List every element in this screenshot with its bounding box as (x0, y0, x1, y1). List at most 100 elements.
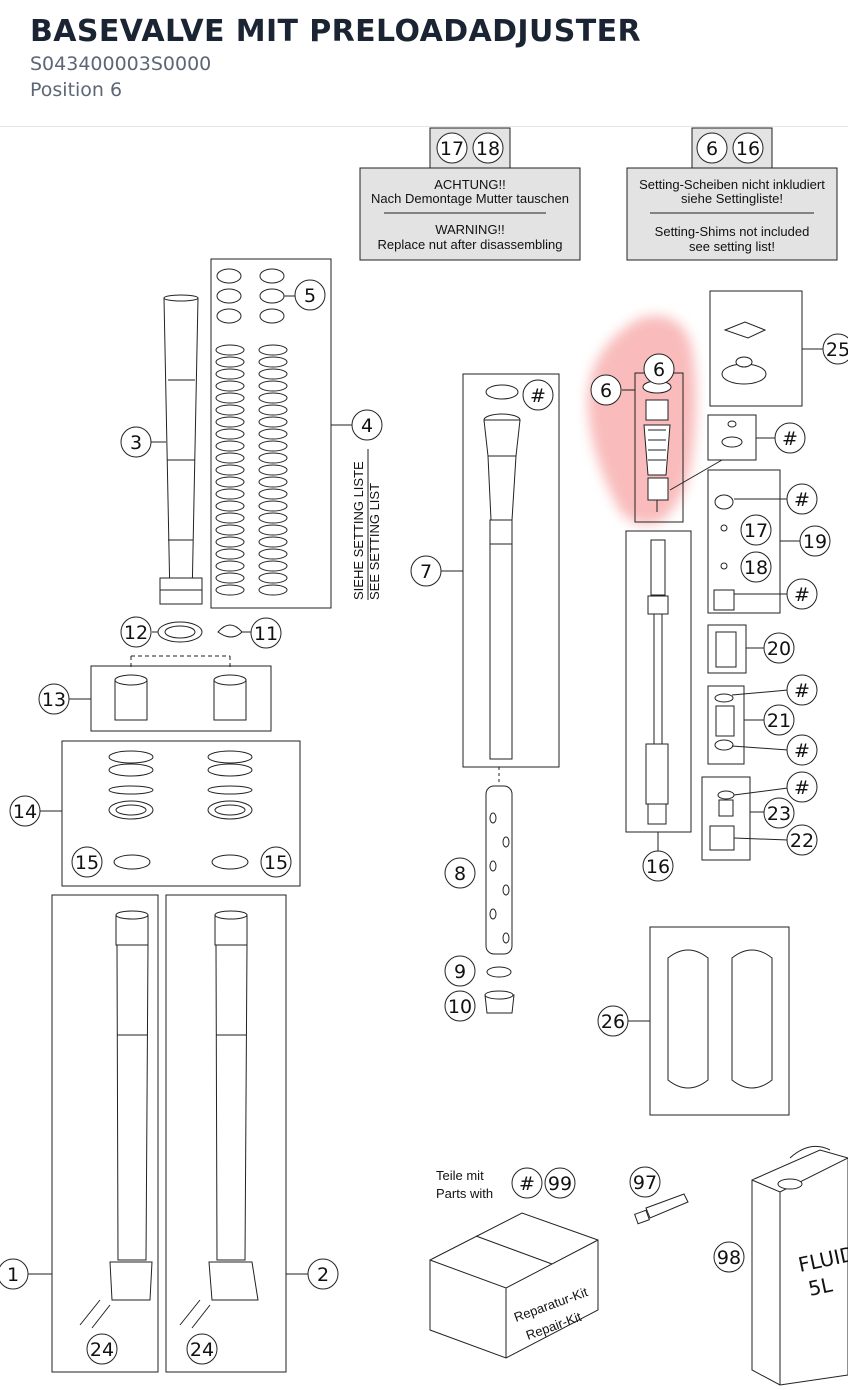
svg-text:19: 19 (803, 531, 827, 553)
callout-25[interactable]: 25 (822, 333, 848, 365)
callout-5[interactable]: 5 (294, 279, 326, 311)
settings-line4: see setting list! (689, 239, 775, 254)
note-box-warning: ACHTUNG!! Nach Demontage Mutter tauschen… (359, 127, 581, 261)
svg-text:#: # (794, 740, 810, 762)
svg-text:6: 6 (653, 359, 665, 381)
fork-guards-part-26 (628, 926, 790, 1116)
settings-line1: Setting-Scheiben nicht inkludiert (639, 177, 825, 192)
highlight-position-6[interactable] (587, 315, 697, 525)
svg-text:98: 98 (717, 1247, 741, 1269)
callout-4[interactable]: 4 (351, 409, 383, 441)
callout-24-left[interactable]: 24 (86, 1333, 118, 1365)
callout-98[interactable]: 98 (713, 1241, 745, 1273)
svg-text:5: 5 (304, 285, 316, 307)
callout-16-note[interactable]: 16 (732, 132, 764, 164)
svg-text:15: 15 (75, 852, 99, 874)
svg-text:9: 9 (454, 961, 466, 983)
callout-11[interactable]: 11 (250, 617, 282, 649)
callout-16[interactable]: 16 (642, 850, 674, 882)
svg-text:16: 16 (646, 856, 670, 878)
svg-text:3: 3 (130, 432, 142, 454)
warning-line4: Replace nut after disassembling (378, 237, 563, 252)
callout-hash-19a[interactable]: # (786, 483, 818, 515)
grease-tube-part-97 (634, 1193, 689, 1225)
note-box-settings: Setting-Scheiben nicht inkludiert siehe … (626, 127, 838, 261)
clip-parts (152, 621, 252, 643)
callout-26[interactable]: 26 (597, 1005, 629, 1037)
svg-text:18: 18 (476, 138, 500, 160)
kit-label-en: Parts with (436, 1186, 493, 1201)
svg-text:15: 15 (264, 852, 288, 874)
callout-9[interactable]: 9 (444, 955, 476, 987)
callout-24-right[interactable]: 24 (186, 1333, 218, 1365)
svg-text:13: 13 (42, 689, 66, 711)
can-text-volume: 5L (806, 1272, 835, 1301)
callout-21[interactable]: 21 (763, 704, 795, 736)
callout-17-part[interactable]: 17 (740, 514, 772, 546)
callout-3[interactable]: 3 (120, 426, 152, 458)
page-title: BASEVALVE MIT PRELOADADJUSTER (30, 14, 641, 49)
settings-line3: Setting-Shims not included (655, 224, 810, 239)
svg-text:7: 7 (420, 561, 432, 583)
valve-box-part-21 (707, 685, 789, 765)
callout-1[interactable]: 1 (0, 1258, 29, 1290)
preload-adjuster-part-25 (709, 290, 824, 407)
callout-hash-21b[interactable]: # (786, 734, 818, 766)
callout-14[interactable]: 14 (9, 795, 41, 827)
svg-text:2: 2 (317, 1264, 329, 1286)
callout-7[interactable]: 7 (410, 555, 442, 587)
callout-hash-21a[interactable]: # (786, 674, 818, 706)
svg-text:20: 20 (767, 638, 791, 660)
callout-99[interactable]: 99 (544, 1167, 576, 1199)
callout-15-right[interactable]: 15 (260, 846, 292, 878)
seal-box-hash (707, 414, 776, 461)
callout-hash-23[interactable]: # (786, 771, 818, 803)
warning-line1: ACHTUNG!! (434, 177, 506, 192)
exploded-parts-diagram: ACHTUNG!! Nach Demontage Mutter tauschen… (0, 127, 848, 1386)
callout-20[interactable]: 20 (763, 632, 795, 664)
callout-6-left[interactable]: 6 (590, 374, 622, 406)
svg-text:#: # (519, 1173, 535, 1195)
callout-18-part[interactable]: 18 (740, 551, 772, 583)
callout-6-note[interactable]: 6 (696, 132, 728, 164)
svg-text:#: # (794, 489, 810, 511)
callout-12[interactable]: 12 (120, 616, 152, 648)
callout-23[interactable]: 23 (763, 797, 795, 829)
fork-spring-left (215, 344, 245, 596)
svg-text:24: 24 (190, 1339, 214, 1361)
perforated-tube-part-8 (484, 785, 515, 1014)
callouts: 17 18 6 16 5 4 3 12 11 13 14 15 15 1 2 2… (0, 132, 848, 1365)
callout-hash-kit[interactable]: # (511, 1167, 543, 1199)
position-label: Position 6 (30, 79, 123, 101)
basevalve-part-6[interactable] (622, 372, 723, 523)
callout-18[interactable]: 18 (472, 132, 504, 164)
fluid-can-part-98 (751, 1145, 848, 1386)
callout-19[interactable]: 19 (799, 525, 831, 557)
callout-22[interactable]: 22 (786, 824, 818, 856)
svg-text:17: 17 (744, 520, 768, 542)
callout-10[interactable]: 10 (444, 990, 476, 1022)
svg-text:#: # (530, 385, 546, 407)
repair-kit-box (429, 1212, 599, 1359)
setting-list-de: SIEHE SETTING LISTE (351, 461, 366, 600)
svg-text:#: # (794, 777, 810, 799)
valve-box-part-20 (707, 624, 764, 674)
svg-text:14: 14 (13, 801, 37, 823)
callout-hash-19b[interactable]: # (786, 578, 818, 610)
callout-hash-seal[interactable]: # (774, 422, 806, 454)
callout-2[interactable]: 2 (307, 1258, 339, 1290)
callout-8[interactable]: 8 (444, 857, 476, 889)
page-header: BASEVALVE MIT PRELOADADJUSTER S043400003… (0, 0, 848, 127)
callout-hash-7[interactable]: # (522, 379, 554, 411)
svg-text:10: 10 (448, 996, 472, 1018)
callout-17[interactable]: 17 (436, 132, 468, 164)
outer-tube-part-1 (28, 894, 159, 1373)
valve-box-part-22-23 (701, 776, 789, 861)
callout-13[interactable]: 13 (38, 683, 70, 715)
callout-6-top[interactable]: 6 (643, 353, 675, 385)
callout-15-left[interactable]: 15 (71, 846, 103, 878)
part-number: S043400003S0000 (30, 53, 212, 75)
callout-97[interactable]: 97 (629, 1166, 661, 1198)
warning-line3: WARNING!! (435, 222, 505, 237)
svg-text:17: 17 (440, 138, 464, 160)
